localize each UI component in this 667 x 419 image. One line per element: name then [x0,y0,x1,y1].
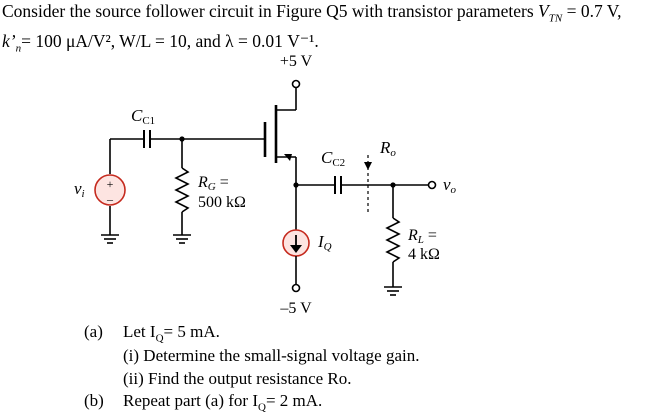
vtn-value: = 0.7 V, [562,1,622,21]
ground-icon [384,286,402,296]
cc1-label: CC1 [131,106,155,127]
gate-node-dot [179,136,185,142]
question-b-value: = 2 mA. [265,391,323,410]
rl-resistor [385,217,401,263]
question-a-label: (a) [84,322,103,341]
vtn-symbol: V [538,1,549,21]
vdd-terminal [291,79,301,89]
output-node-dot [390,182,396,188]
question-a-i: (i) Determine the small-signal voltage g… [123,346,420,365]
problem-line-2: k’n= 100 μA/V², W/L = 10, and λ = 0.01 V… [2,30,622,60]
ro-arrow [364,162,372,170]
question-a-value: = 5 mA. [163,322,220,341]
source-node-dot [293,182,299,188]
rl-label: RL = [407,227,437,246]
ground-icon [101,234,119,244]
iq-arrow-icon [290,245,302,253]
vo-terminal [427,180,437,190]
vss-label: –5 V [279,300,312,317]
vi-plus-sign: + [107,177,114,191]
question-a-lead: Let I [123,322,156,341]
question-b: (b) Repeat part (a) for IQ = 2 mA. [84,390,322,418]
ro-label: Ro [379,138,396,159]
question-a: (a) Let IQ = 5 mA. [84,321,220,349]
question-b-lead: Repeat part (a) for I [123,391,258,410]
question-a-ii: (ii) Find the output resistance Ro. [123,369,352,388]
vdd-label: +5 V [280,53,313,70]
question-a-subscript: Q [155,332,164,345]
vtn-subscript: TN [548,12,563,25]
rg-value: 500 kΩ [198,194,246,211]
problem-line-1: Consider the source follower circuit in … [2,0,622,30]
source-arrow [284,154,292,161]
question-b-text: Repeat part (a) for IQ = 2 mA. [123,390,322,418]
vo-label: vo [443,175,457,196]
problem-statement: Consider the source follower circuit in … [2,0,622,59]
k-value: = 100 μA/V² [21,30,111,51]
vi-source [94,174,126,206]
question-b-subscript: Q [257,401,266,414]
rg-resistor [174,167,190,213]
question-a-text: Let IQ = 5 mA. [123,321,220,349]
k-symbol: k’ [2,30,16,51]
cc2-label: CC2 [321,148,345,169]
rg-label: RG = [197,174,229,193]
rl-value: 4 kΩ [408,246,440,263]
ground-symbols [101,234,402,296]
iq-label: IQ [317,232,332,253]
ground-icon [173,234,191,244]
wl-lambda-text: , W/L = 10, and λ = 0.01 V⁻¹. [110,30,319,51]
k-subscript: n [15,42,22,54]
problem-lead-text: Consider the source follower circuit in … [2,1,539,21]
question-b-label: (b) [84,391,104,410]
vi-label: vi [74,179,85,200]
vss-terminal [291,283,301,293]
vi-minus-sign: – [106,192,114,206]
